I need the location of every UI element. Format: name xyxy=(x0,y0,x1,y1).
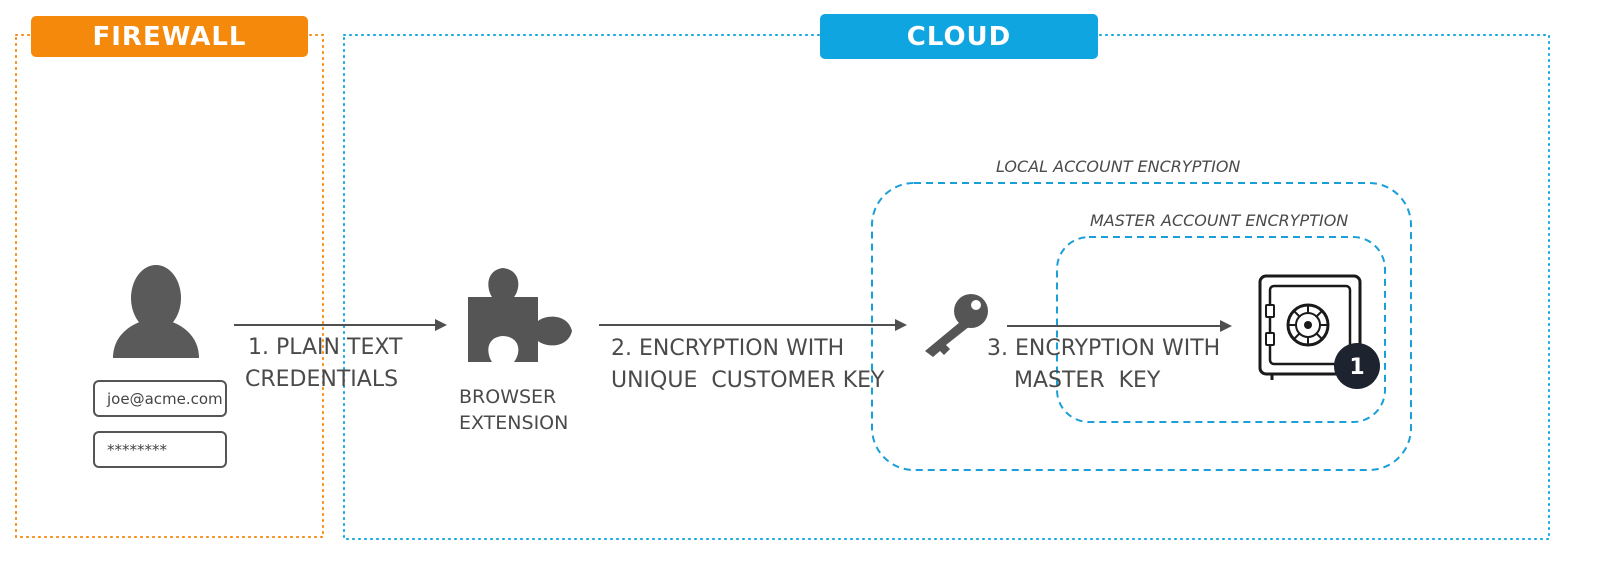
extension-label-line2: EXTENSION xyxy=(459,412,569,434)
firewall-zone-border xyxy=(15,34,324,538)
step2-label-line1: 2. ENCRYPTION WITH xyxy=(611,336,845,361)
safe-vault-icon xyxy=(1258,274,1362,380)
step3-label-line1: 3. ENCRYPTION WITH xyxy=(987,336,1221,361)
extension-label-line1: BROWSER xyxy=(459,386,557,408)
local-encryption-title: LOCAL ACCOUNT ENCRYPTION xyxy=(996,157,1241,176)
email-field[interactable]: joe@acme.com xyxy=(93,380,227,417)
master-encryption-region xyxy=(1056,236,1386,423)
master-encryption-title: MASTER ACCOUNT ENCRYPTION xyxy=(1090,211,1349,230)
puzzle-piece-icon xyxy=(468,268,572,362)
password-field[interactable]: ******** xyxy=(93,431,227,468)
step2-label-line2: UNIQUE CUSTOMER KEY xyxy=(611,368,885,393)
vault-badge-number: 1 xyxy=(1349,355,1364,380)
firewall-label: FIREWALL xyxy=(31,16,308,57)
user-silhouette-icon xyxy=(113,265,199,358)
step3-label-line2: MASTER KEY xyxy=(1014,368,1161,393)
cloud-label: CLOUD xyxy=(820,14,1098,59)
step1-label-line2: CREDENTIALS xyxy=(245,367,399,392)
key-icon xyxy=(925,294,988,357)
step1-label-line1: 1. PLAIN TEXT xyxy=(248,335,403,360)
vault-badge xyxy=(1334,343,1380,389)
cloud-zone-border xyxy=(343,34,1550,540)
